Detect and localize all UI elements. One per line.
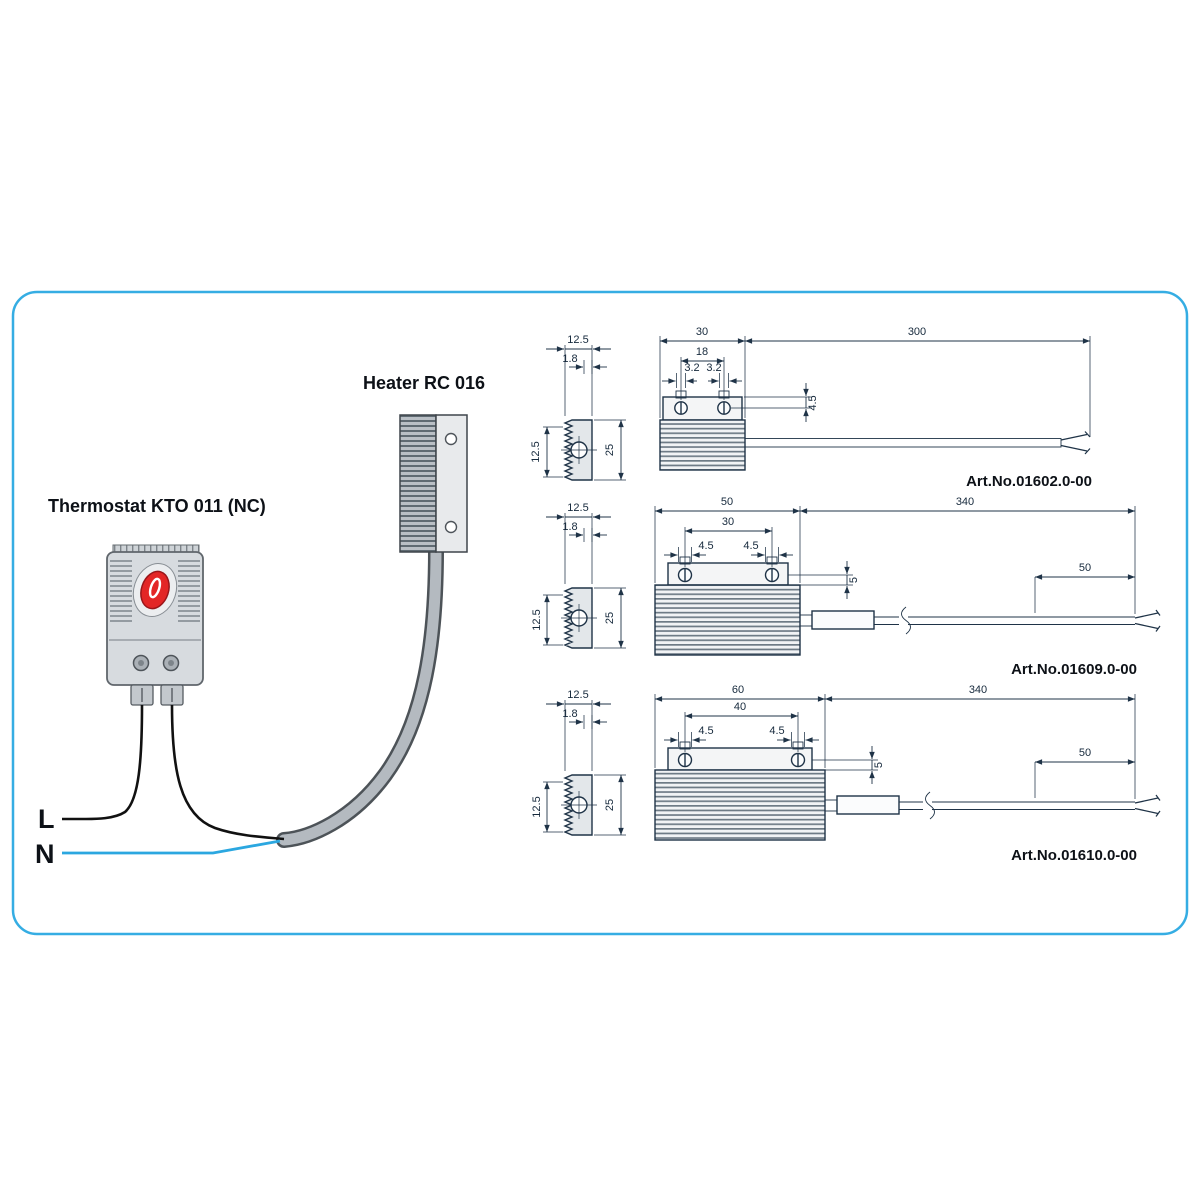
dim-profile-height: 25 <box>604 444 616 456</box>
dim-profile-depth: 12.5 <box>530 441 542 462</box>
thermostat-label: Thermostat KTO 011 (NC) <box>48 496 266 516</box>
front-view-2: 50 340 30 4.5 4.5 5 50 Ar <box>654 496 1161 678</box>
wire-neutral <box>62 839 281 855</box>
dim-profile-width: 12.5 <box>567 502 588 514</box>
heater-cable <box>276 542 444 848</box>
thermostat-dial <box>140 570 170 610</box>
heater-cable-line <box>744 438 1062 448</box>
dim-body-width: 60 <box>732 684 744 696</box>
dim-hole-offset-top: 5 <box>848 577 860 583</box>
dim-slot-right: 3.2 <box>706 362 721 374</box>
wire-n-label: N <box>35 839 55 869</box>
dim-fin-thickness: 1.8 <box>562 353 577 365</box>
dim-hole-offset-top: 4.5 <box>807 395 819 410</box>
wire-live-to-cable <box>170 704 285 841</box>
cable-sleeve <box>836 795 900 815</box>
dim-slot-left: 4.5 <box>698 540 713 552</box>
dim-slot-left: 4.5 <box>698 725 713 737</box>
dim-body-width: 50 <box>721 496 733 508</box>
dim-hole-spacing: 18 <box>696 346 708 358</box>
dim-cable-length: 340 <box>956 496 974 508</box>
heater-body <box>659 419 746 471</box>
dim-profile-width: 12.5 <box>567 689 588 701</box>
side-view-1: 12.5 1.8 12.5 25 <box>530 334 626 481</box>
cable-break-symbol <box>901 606 911 635</box>
heater-body <box>654 769 826 841</box>
dim-cable-length: 340 <box>969 684 987 696</box>
dim-profile-height: 25 <box>604 612 616 624</box>
cable-sleeve <box>811 610 875 630</box>
dim-cable-length: 300 <box>908 326 926 338</box>
heater-fins <box>399 414 437 553</box>
dim-hole-offset-top: 5 <box>873 762 885 768</box>
side-view-2: 12.5 1.8 12.5 25 <box>531 502 626 649</box>
heater-label: Heater RC 016 <box>363 373 485 393</box>
diagram-frame <box>11 290 1189 936</box>
drawing-01609: 12.5 1.8 12.5 25 <box>531 496 1161 678</box>
wire-l-label: L <box>38 804 55 834</box>
dim-slot-left: 3.2 <box>684 362 699 374</box>
art-number: Art.No.01610.0-00 <box>1011 847 1137 864</box>
side-view-3: 12.5 1.8 12.5 25 <box>531 689 626 836</box>
heater-hole-top <box>444 432 458 446</box>
cable-break-symbol <box>925 791 935 820</box>
heater-hole-bottom <box>444 520 458 534</box>
heater-body <box>654 584 801 656</box>
dim-fin-thickness: 1.8 <box>562 521 577 533</box>
dim-slot-right: 4.5 <box>769 725 784 737</box>
dim-strip-length: 50 <box>1079 562 1091 574</box>
dim-slot-right: 4.5 <box>743 540 758 552</box>
dim-profile-width: 12.5 <box>567 334 588 346</box>
dim-fin-thickness: 1.8 <box>562 708 577 720</box>
dim-body-width: 30 <box>696 326 708 338</box>
dim-hole-spacing: 40 <box>734 701 746 713</box>
dim-strip-length: 50 <box>1079 747 1091 759</box>
thermostat-vents-left <box>110 558 132 622</box>
heater-pictorial <box>399 414 468 553</box>
thermostat-pictorial <box>106 544 204 706</box>
art-number: Art.No.01609.0-00 <box>1011 661 1137 678</box>
drawing-01610: 12.5 1.8 12.5 25 <box>531 684 1161 864</box>
front-view-1: 30 300 18 3.2 3.2 4.5 Art.No.01602.0-00 <box>659 326 1092 490</box>
dim-hole-spacing: 30 <box>722 516 734 528</box>
front-view-3: 60 340 40 4.5 4.5 5 50 Ar <box>654 684 1161 864</box>
dim-profile-depth: 12.5 <box>531 796 543 817</box>
wire-live <box>62 704 144 821</box>
dial-zero-mark <box>148 577 162 599</box>
dim-profile-depth: 12.5 <box>531 609 543 630</box>
art-number: Art.No.01602.0-00 <box>966 473 1092 490</box>
thermostat-vents-right <box>178 558 200 622</box>
wiring-section: Thermostat KTO 011 (NC) Heater RC 016 <box>35 373 485 869</box>
drawing-01602: 12.5 1.8 12.5 25 <box>530 326 1092 490</box>
dim-profile-height: 25 <box>604 799 616 811</box>
